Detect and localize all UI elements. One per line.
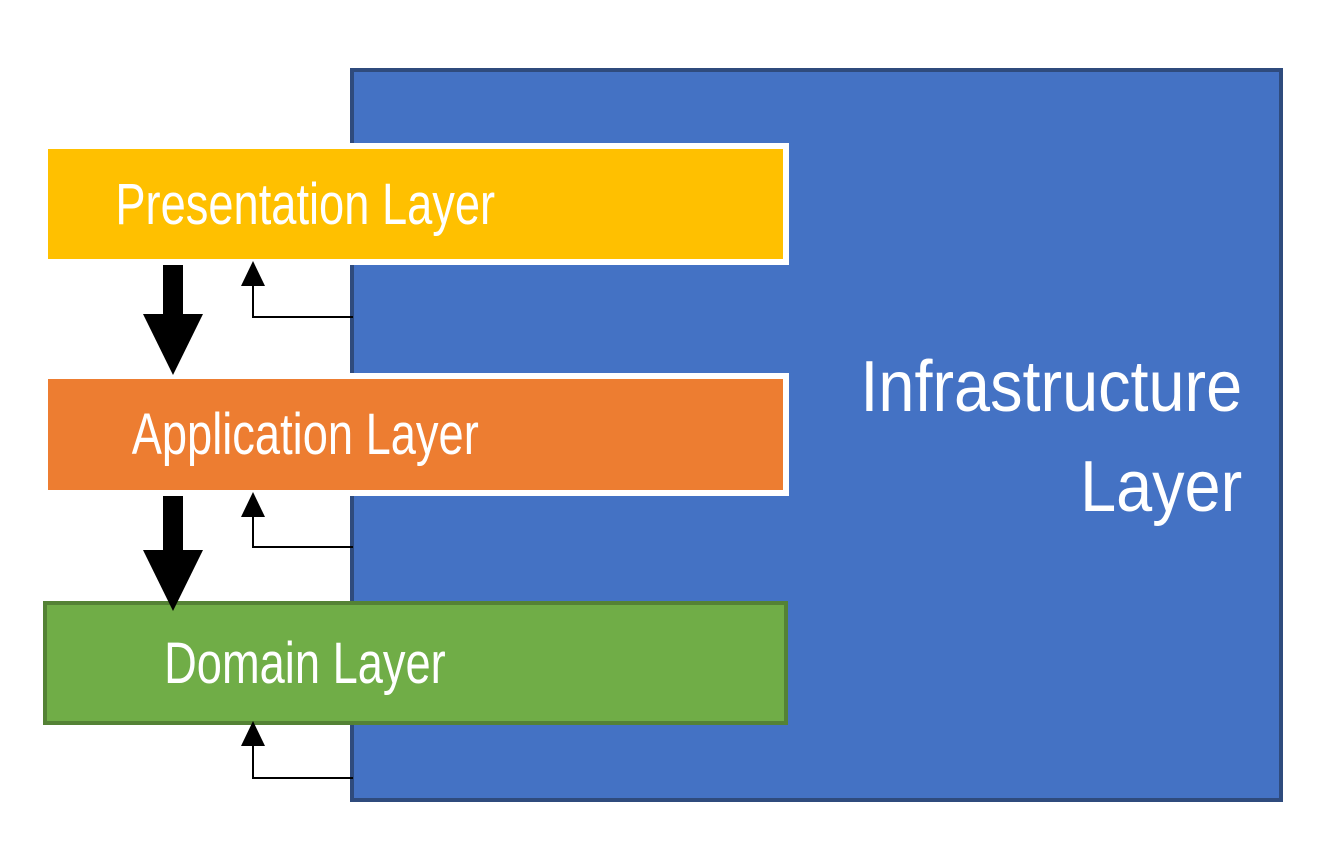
down-arrowhead-icon: [143, 314, 203, 375]
up-arrowhead-icon: [241, 721, 265, 746]
presentation-layer-box: Presentation Layer: [42, 143, 789, 265]
connector-horizontal-line: [253, 316, 353, 318]
infrastructure-layer-label: Infrastructure Layer: [860, 337, 1242, 537]
infrastructure-label-line-1: Infrastructure: [860, 347, 1242, 427]
up-arrowhead-icon: [241, 492, 265, 517]
connector-vertical-line: [252, 284, 254, 318]
domain-layer-box: Domain Layer: [43, 601, 788, 725]
domain-layer-label: Domain Layer: [164, 630, 446, 696]
down-arrow-shaft: [163, 496, 183, 551]
connector-horizontal-line: [253, 546, 353, 548]
infrastructure-label-line-2: Layer: [1079, 447, 1242, 527]
application-layer-label: Application Layer: [131, 402, 479, 467]
down-arrow-shaft: [163, 265, 183, 315]
presentation-layer-label: Presentation Layer: [115, 171, 496, 237]
connector-horizontal-line: [253, 777, 353, 779]
connector-vertical-line: [252, 744, 254, 779]
connector-vertical-line: [252, 515, 254, 548]
application-layer-box: Application Layer: [42, 373, 789, 496]
up-arrowhead-icon: [241, 261, 265, 286]
down-arrowhead-icon: [143, 550, 203, 611]
